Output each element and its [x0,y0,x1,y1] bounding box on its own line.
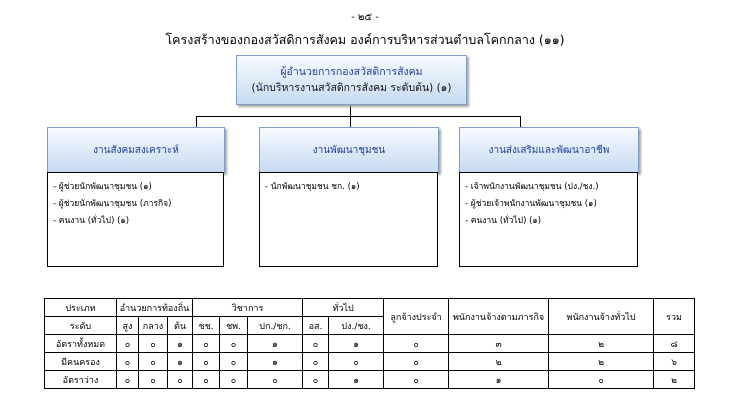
position-item: - ผู้ช่วยนักพัฒนาชุมชน (๑) [53,182,152,192]
table-row: มีคนครอง ๐ ๐ ๑ ๐ ๐ ๑ ๐ ๐ ๐ ๒ ๒ ๖ [44,352,696,371]
table-cell: ๐ [219,370,249,389]
level-cell: อส. [302,316,330,335]
table-cell: ๖ [653,352,696,371]
connector-line [196,116,520,117]
table-cell: ๘ [653,334,696,353]
connector-line [350,116,351,127]
level-header: ระดับ [44,316,117,335]
connector-line [520,116,521,127]
table-cell: ๑ [247,334,304,353]
director-subtitle: (นักบริหารงานสวัสดิการสังคม ระดับต้น) (๑… [251,82,452,94]
table-row: อัตราว่าง ๐ ๐ ๐ ๐ ๐ ๐ ๐ ๑ ๐ ๑ ๐ ๒ [44,370,696,389]
table-cell: ๑ [247,352,304,371]
table-row: อัตราทั้งหมด ๐ ๐ ๑ ๐ ๐ ๑ ๐ ๑ ๐ ๓ ๒ ๘ [44,334,696,353]
table-cell: ๑ [166,334,194,353]
table-cell: ๐ [383,352,450,371]
unit-positions-occupation-promotion: - เจ้าพนักงานพัฒนาชุมชน (ปง./ชง.) - ผู้ช… [459,172,638,267]
position-item: - คนงาน (ทั่วไป) (๑) [53,216,130,226]
table-cell: ๒ [448,352,550,371]
table-cell: ๐ [383,370,450,389]
unit-name: งานสังคมสงเคราะห์ [93,144,179,156]
director-title: ผู้อำนวยการกองสวัสดิการสังคม [280,66,423,78]
group-header-academic: วิชาการ [192,298,304,317]
level-cell: กลาง [138,316,168,335]
table-cell: ๑ [328,370,385,389]
table-cell: ๐ [116,334,139,353]
table-cell: ๐ [192,352,221,371]
connector-line [196,116,197,127]
unit-name: งานพัฒนาชุมชน [312,144,386,156]
unit-header-community-development: งานพัฒนาชุมชน [259,127,439,173]
table-cell: ๐ [138,352,168,371]
table-cell: ๐ [192,370,221,389]
level-cell: ต้น [166,316,194,335]
table-cell: ๐ [116,370,139,389]
level-cell: ชช. [192,316,221,335]
table-cell: ๑ [448,370,550,389]
position-item: - ผู้ช่วยเจ้าพนักงานพัฒนาชุมชน (๑) [465,199,597,209]
table-level-row: ระดับ สูง กลาง ต้น ชช. ชพ. ปก./ชก. อส. ป… [44,316,695,335]
row-label: อัตราทั้งหมด [44,334,117,353]
group-header-total: รวม [653,298,696,335]
table-cell: ๐ [219,352,249,371]
table-cell: ๐ [138,334,168,353]
type-header: ประเภท [44,298,117,317]
table-header-row: ประเภท อำนวยการท้องถิ่น วิชาการ ทั่วไป ล… [44,298,696,335]
level-cell: ปก./ชก. [247,316,304,335]
group-header-mission: พนักงานจ้างตามภารกิจ [448,298,550,335]
table-cell: ๐ [302,370,330,389]
group-header-general: ทั่วไป [302,298,385,317]
table-cell: ๐ [302,352,330,371]
group-header-permanent: ลูกจ้างประจำ [383,298,450,335]
unit-header-occupation-promotion: งานส่งเสริมและพัฒนาอาชีพ [459,127,639,173]
unit-name: งานส่งเสริมและพัฒนาอาชีพ [488,144,610,156]
table-cell: ๒ [548,352,655,371]
position-item: - นักพัฒนาชุมชน ชก. (๑) [265,182,360,192]
row-label: มีคนครอง [44,352,117,371]
position-item: - เจ้าพนักงานพัฒนาชุมชน (ปง./ชง.) [465,182,599,192]
director-box: ผู้อำนวยการกองสวัสดิการสังคม (นักบริหารง… [236,55,467,105]
table-cell: ๐ [383,334,450,353]
table-cell: ๒ [653,370,696,389]
level-cell: สูง [116,316,139,335]
table-cell: ๐ [548,370,655,389]
unit-positions-community-development: - นักพัฒนาชุมชน ชก. (๑) [259,172,438,267]
table-cell: ๐ [166,370,194,389]
position-item: - ผู้ช่วยนักพัฒนาชุมชน (ภารกิจ) [53,199,172,209]
table-cell: ๒ [548,334,655,353]
table-cell: ๐ [116,352,139,371]
row-label: อัตราว่าง [44,370,117,389]
staff-table: ประเภท อำนวยการท้องถิ่น วิชาการ ทั่วไป ล… [44,298,696,389]
table-cell: ๐ [219,334,249,353]
table-cell: ๐ [192,334,221,353]
table-cell: ๐ [328,352,385,371]
table-cell: ๑ [328,334,385,353]
group-header-general-employee: พนักงานจ้างทั่วไป [548,298,655,335]
unit-positions-social-welfare: - ผู้ช่วยนักพัฒนาชุมชน (๑) - ผู้ช่วยนักพ… [47,172,224,267]
table-cell: ๑ [166,352,194,371]
level-cell: ชพ. [219,316,249,335]
position-item: - คนงาน (ทั่วไป) (๑) [465,216,542,226]
unit-header-social-welfare: งานสังคมสงเคราะห์ [47,127,225,173]
page-number: - ๒๕ - [351,12,379,23]
table-cell: ๐ [302,334,330,353]
page-title: โครงสร้างของกองสวัสดิการสังคม องค์การบริ… [165,32,565,47]
table-cell: ๐ [247,370,304,389]
table-cell: ๓ [448,334,550,353]
level-cell: ปง./ชง. [328,316,385,335]
group-header-director: อำนวยการท้องถิ่น [115,298,194,317]
connector-line [350,104,351,116]
table-cell: ๐ [138,370,168,389]
